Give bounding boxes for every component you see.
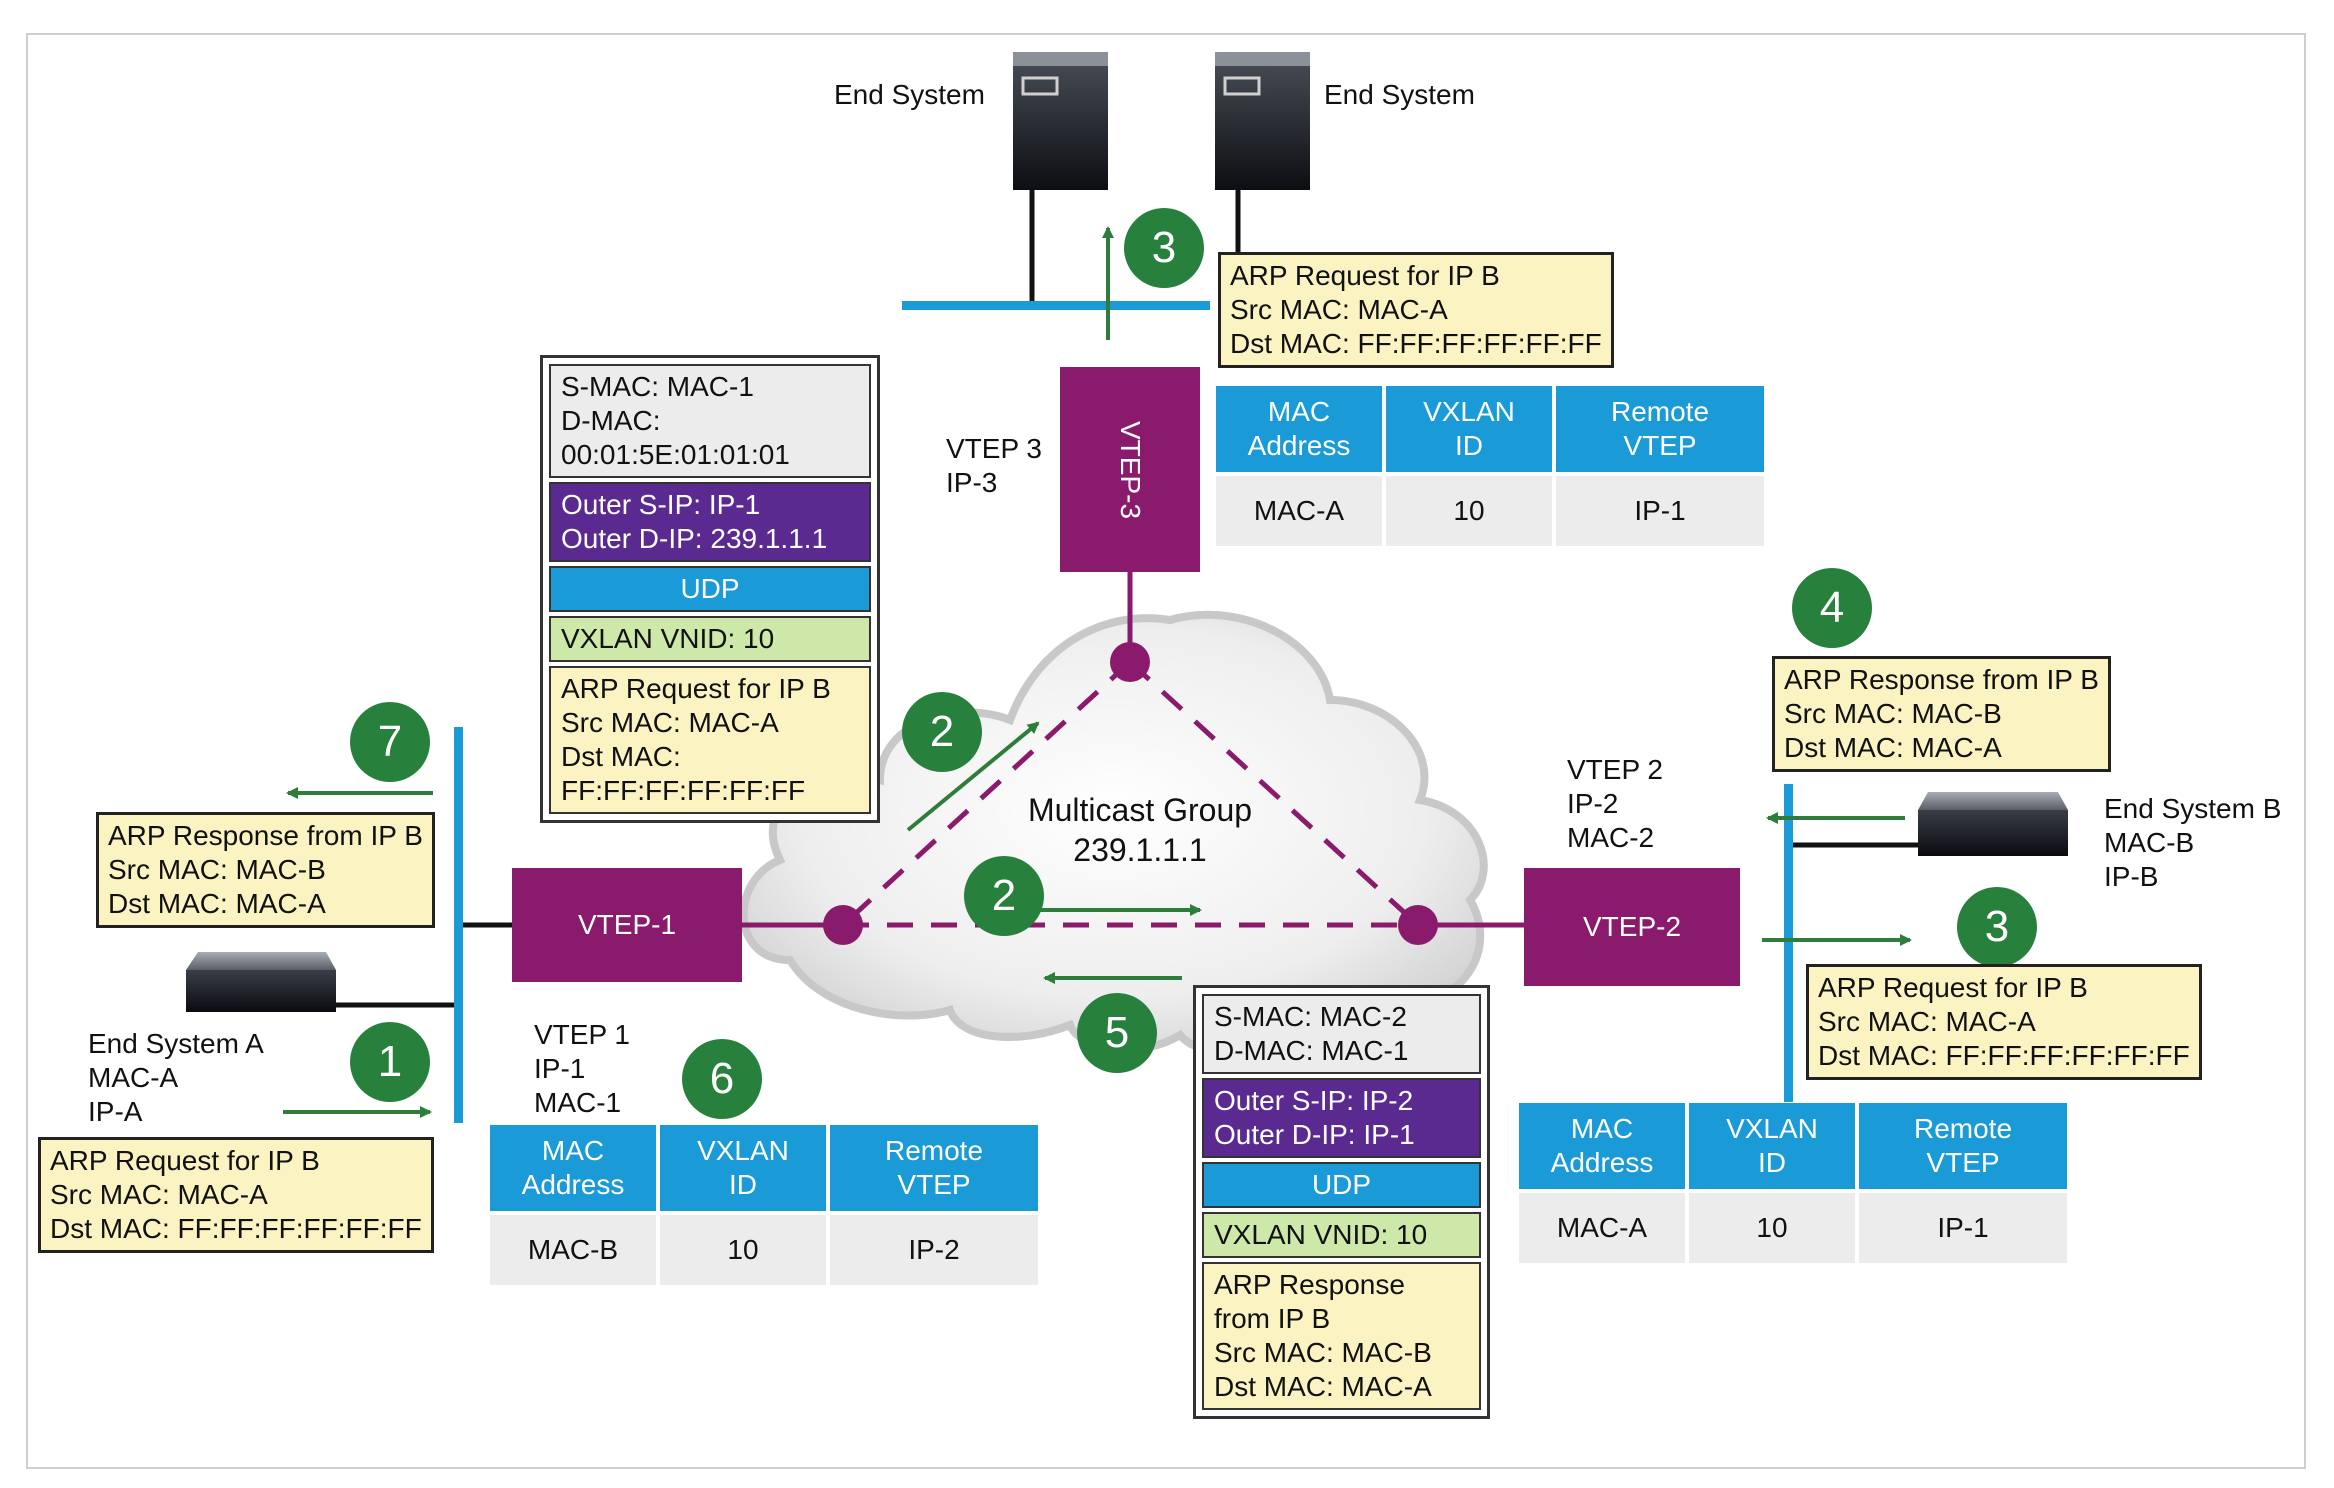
flow-arrows <box>283 226 1912 1118</box>
step-badge-2a: 2 <box>902 692 982 772</box>
table-header: Remote VTEP <box>1556 386 1764 472</box>
end-system-top-left-label: End System <box>834 79 985 110</box>
table-cell: IP-1 <box>1859 1193 2067 1263</box>
packet-vxlan-header: VXLAN VNID: 10 <box>1202 1212 1481 1258</box>
table-header: VXLAN ID <box>1689 1103 1855 1189</box>
packet-udp-header: UDP <box>1202 1162 1481 1208</box>
segment-right <box>1784 784 1793 1102</box>
packet-vxlan-header: VXLAN VNID: 10 <box>549 616 871 662</box>
table-header: Remote VTEP <box>1859 1103 2067 1189</box>
table-cell: 10 <box>660 1215 826 1285</box>
step-badge-4: 4 <box>1792 568 1872 648</box>
table-cell: MAC-A <box>1216 476 1382 546</box>
server-icon <box>1013 52 1108 190</box>
table-header: MAC Address <box>1519 1103 1685 1189</box>
table-header: VXLAN ID <box>1386 386 1552 472</box>
vtep-3-box[interactable]: VTEP-3 <box>1060 367 1200 572</box>
figure-frame <box>26 33 2306 1469</box>
step-badge-2b: 2 <box>964 856 1044 936</box>
step-badge-3b: 3 <box>1957 887 2037 967</box>
table-header: Remote VTEP <box>830 1125 1038 1211</box>
step-badge-3a: 3 <box>1124 208 1204 288</box>
step-badge-5: 5 <box>1077 993 1157 1073</box>
table-cell: IP-2 <box>830 1215 1038 1285</box>
table-header: MAC Address <box>1216 386 1382 472</box>
table-cell: 10 <box>1386 476 1552 546</box>
step-badge-6: 6 <box>682 1039 762 1119</box>
table-cell: MAC-B <box>490 1215 656 1285</box>
table-cell: 10 <box>1689 1193 1855 1263</box>
table-cell: IP-1 <box>1556 476 1764 546</box>
cloud-node-vtep3 <box>1110 642 1150 682</box>
multicast-tree <box>841 660 1420 928</box>
step-badge-7: 7 <box>350 702 430 782</box>
switch-icon <box>1918 792 2068 856</box>
segment-top <box>902 301 1210 310</box>
table-header: VXLAN ID <box>660 1125 826 1211</box>
packet-udp-header: UDP <box>549 566 871 612</box>
cloud-node-vtep2 <box>1398 905 1438 945</box>
segment-left <box>454 727 463 1123</box>
mac-table-vtep1: MAC Address VXLAN ID Remote VTEP MAC-B 1… <box>490 1125 1038 1285</box>
mac-table-vtep2: MAC Address VXLAN ID Remote VTEP MAC-A 1… <box>1519 1103 2067 1263</box>
vtep-2-box[interactable]: VTEP-2 <box>1524 868 1740 986</box>
step-badge-1: 1 <box>350 1022 430 1102</box>
end-system-top-right-label: End System <box>1324 79 1475 110</box>
table-header: MAC Address <box>490 1125 656 1211</box>
vtep-1-box[interactable]: VTEP-1 <box>512 868 742 982</box>
server-icon <box>1215 52 1310 190</box>
switch-icon <box>186 952 336 1012</box>
cloud-node-vtep1 <box>823 905 863 945</box>
mac-table-vtep3: MAC Address VXLAN ID Remote VTEP MAC-A 1… <box>1216 386 1764 546</box>
table-cell: MAC-A <box>1519 1193 1685 1263</box>
